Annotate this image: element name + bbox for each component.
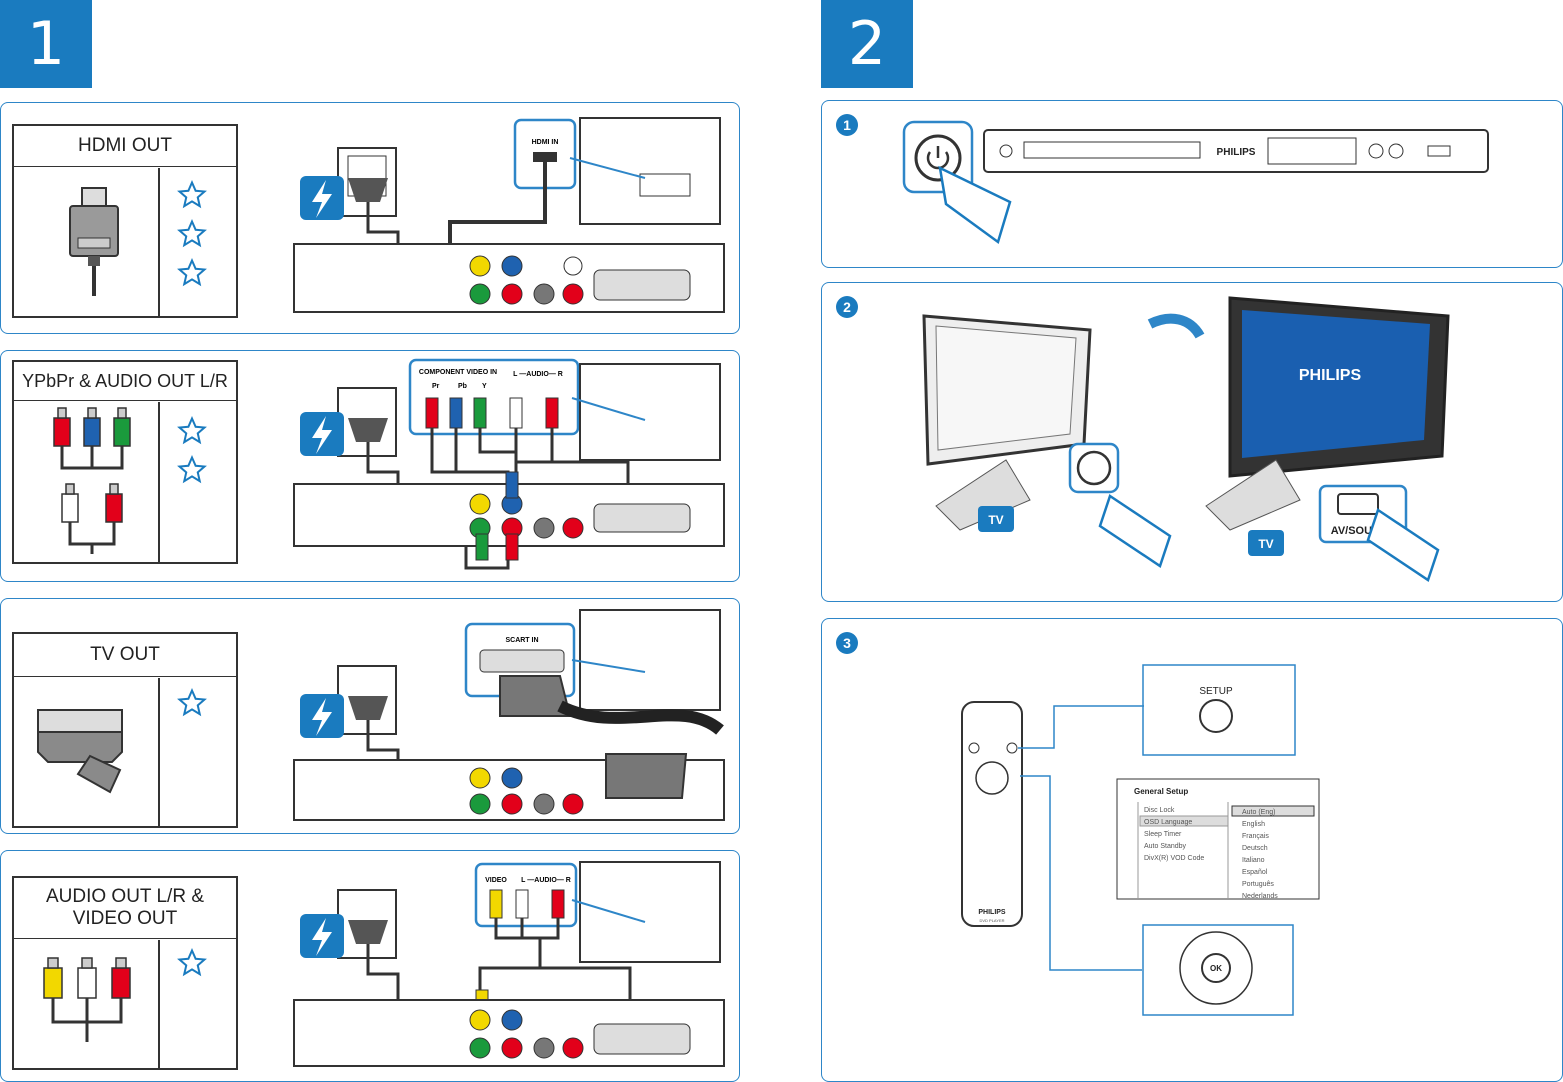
menu-item: Auto Standby: [1144, 843, 1187, 850]
star-icon: [176, 180, 208, 215]
audio-label: L —AUDIO— R: [521, 877, 571, 884]
tv-source-diagram: PHILIPS TV TV AV/SOURCE: [922, 296, 1450, 582]
setup-button-closeup: SETUP: [1142, 664, 1296, 756]
menu-item: Disc Lock: [1144, 807, 1175, 814]
connection-title: TV OUT: [14, 634, 236, 677]
menu-title: General Setup: [1134, 787, 1188, 796]
menu-option: Español: [1242, 869, 1268, 876]
menu-option: English: [1242, 821, 1265, 828]
power-bolt-icon: [312, 180, 332, 218]
connection-title: HDMI OUT: [14, 126, 236, 167]
component-label: COMPONENT VIDEO IN: [419, 369, 497, 376]
remote-brand: PHILIPS: [978, 909, 1006, 916]
rating-stars: [176, 180, 208, 293]
sub-step-number: 1: [836, 114, 858, 136]
pr-label: Pr: [432, 383, 440, 390]
sub-step-number: 3: [836, 632, 858, 654]
menu-option: Italiano: [1242, 857, 1265, 864]
scart-plug-icon: [37, 709, 123, 794]
step-number-1: 1: [0, 0, 92, 88]
composite-connection-diagram: VIDEO L —AUDIO— R: [293, 861, 725, 1067]
rating-stars: [176, 688, 208, 723]
component-connection-diagram: COMPONENT VIDEO IN Pr Pb Y L —AUDIO— R: [293, 358, 725, 570]
info-box-hdmi: HDMI OUT: [12, 124, 238, 318]
connector-lines: [1018, 705, 1144, 971]
connection-title: YPbPr & AUDIO OUT L/R: [14, 362, 236, 401]
menu-option: Nederlands: [1242, 893, 1278, 900]
info-box-composite: AUDIO OUT L/R & VIDEO OUT: [12, 876, 238, 1070]
star-icon: [176, 948, 208, 983]
remote-model: DVD PLAYER: [979, 918, 1004, 923]
audio-label: L —AUDIO— R: [513, 371, 563, 378]
player-brand: PHILIPS: [1217, 147, 1256, 158]
tv-brand: PHILIPS: [1299, 367, 1362, 384]
info-box-scart: TV OUT: [12, 632, 238, 828]
rating-stars: [176, 416, 208, 490]
ok-button-closeup: OK: [1142, 924, 1294, 1016]
menu-option: Auto (Eng): [1242, 809, 1275, 816]
scart-connection-diagram: SCART IN: [293, 609, 725, 821]
star-icon: [176, 455, 208, 490]
scart-in-label: SCART IN: [505, 637, 538, 644]
y-label: Y: [482, 383, 487, 390]
general-setup-menu: General Setup Disc Lock OSD Language Sle…: [1116, 778, 1320, 900]
hdmi-plug-icon: [69, 187, 119, 296]
component-cables-icon: [53, 407, 131, 554]
menu-option: Português: [1242, 881, 1274, 888]
star-icon: [176, 219, 208, 254]
power-plug-icon: [348, 178, 388, 202]
menu-item: DivX(R) VOD Code: [1144, 855, 1204, 862]
rating-stars: [176, 948, 208, 983]
ok-label: OK: [1210, 964, 1222, 973]
step-number-2: 2: [821, 0, 913, 88]
info-box-component: YPbPr & AUDIO OUT L/R: [12, 360, 238, 564]
menu-option: Français: [1242, 833, 1269, 840]
tv-badge-2: TV: [1258, 537, 1273, 551]
remote-control: PHILIPS DVD PLAYER: [961, 701, 1023, 927]
power-on-diagram: PHILIPS: [902, 120, 1489, 245]
menu-item: Sleep Timer: [1144, 831, 1182, 838]
video-label: VIDEO: [485, 877, 507, 884]
composite-cables-icon: [43, 957, 131, 1042]
hdmi-in-label: HDMI IN: [532, 139, 559, 146]
tv-badge: TV: [988, 513, 1003, 527]
sub-step-number: 2: [836, 296, 858, 318]
pb-label: Pb: [458, 383, 467, 390]
menu-option: Deutsch: [1242, 845, 1268, 852]
setup-label: SETUP: [1199, 686, 1233, 697]
star-icon: [176, 416, 208, 451]
connection-title: AUDIO OUT L/R & VIDEO OUT: [14, 878, 236, 939]
star-icon: [176, 688, 208, 723]
menu-item: OSD Language: [1144, 819, 1192, 826]
hdmi-connection-diagram: HDMI IN: [293, 117, 725, 313]
star-icon: [176, 258, 208, 293]
